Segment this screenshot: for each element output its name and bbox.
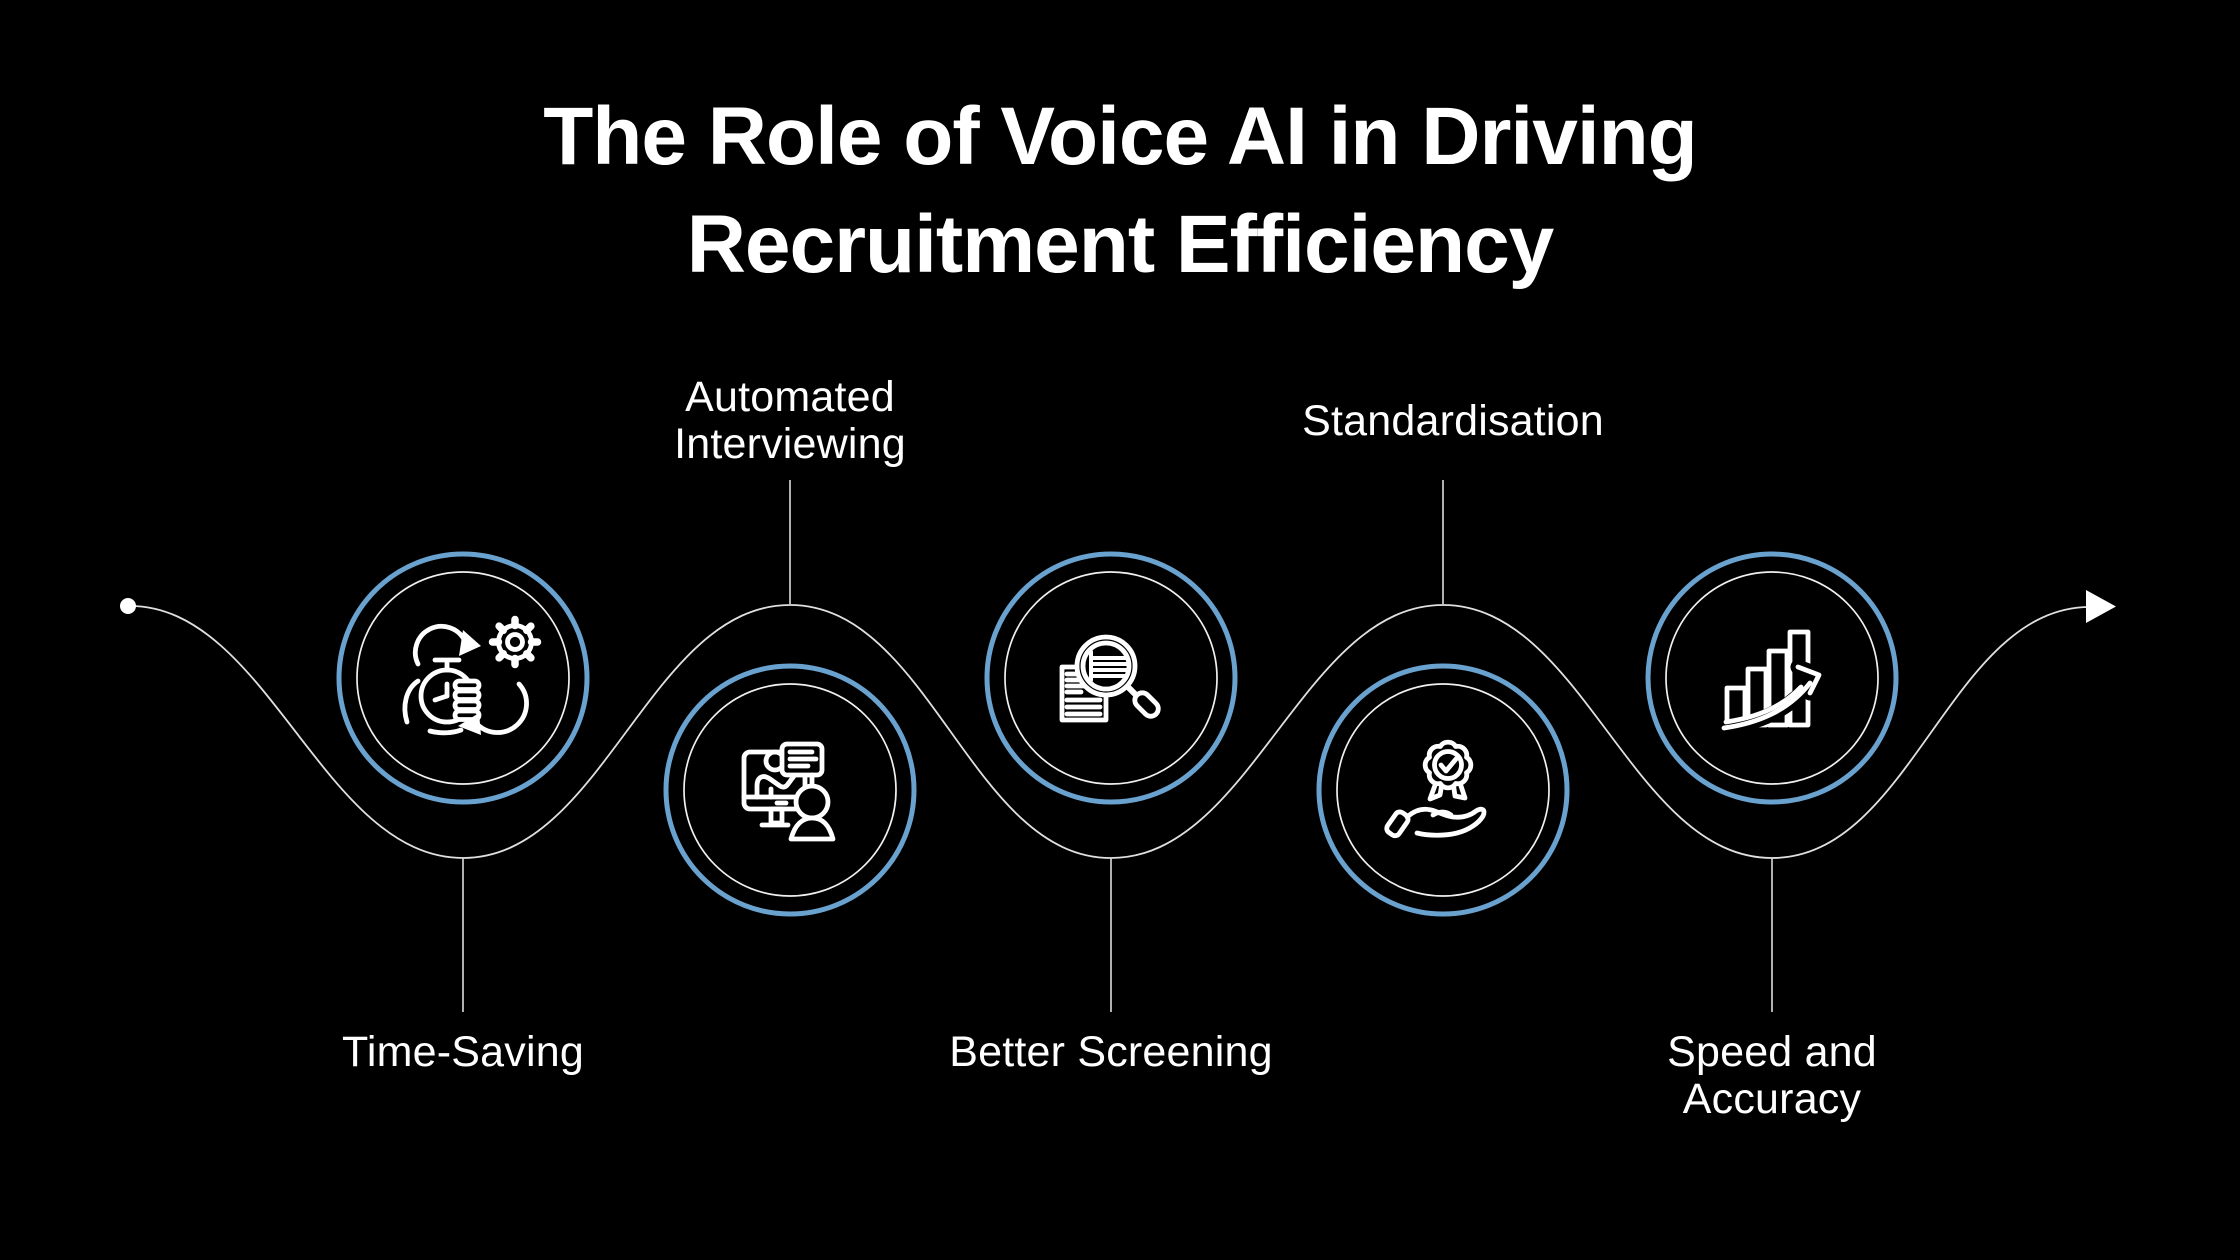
time-saving-icon: [402, 615, 542, 736]
accent-ring: [1645, 551, 1899, 805]
start-dot-icon: [120, 598, 136, 614]
step-circle-time-saving: [336, 551, 590, 805]
accent-ring: [336, 551, 590, 805]
label-time-saving: Time-Saving: [342, 1028, 584, 1076]
growth-chart-icon: [1716, 629, 1827, 736]
end-arrow-icon: [2086, 590, 2116, 623]
screening-magnifier-icon: [1059, 634, 1161, 723]
automated-interviewing-icon: [741, 741, 836, 842]
inner-ring: [683, 683, 897, 897]
label-standardisation: Standardisation: [1302, 397, 1604, 445]
accent-ring: [984, 551, 1238, 805]
accent-ring: [663, 663, 917, 917]
page-title-line1: The Role of Voice AI in Driving: [543, 91, 1698, 182]
inner-ring: [1665, 571, 1879, 785]
accent-ring: [1316, 663, 1570, 917]
inner-ring: [1004, 571, 1218, 785]
inner-ring: [1336, 683, 1550, 897]
page-title-line2: Recruitment Efficiency: [686, 199, 1555, 290]
label-automated-interviewing: Automated Interviewing: [674, 373, 906, 468]
label-speed-accuracy: Speed and Accuracy: [1667, 1028, 1877, 1123]
step-circle-speed-accuracy: [1645, 551, 1899, 805]
page-title: The Role of Voice AI in Driving Recruitm…: [0, 83, 2240, 299]
award-hand-icon: [1384, 739, 1487, 839]
step-circle-automated-interviewing: [663, 663, 917, 917]
step-circle-better-screening: [984, 551, 1238, 805]
inner-ring: [356, 571, 570, 785]
label-better-screening: Better Screening: [949, 1028, 1273, 1076]
step-circle-standardisation: [1316, 663, 1570, 917]
